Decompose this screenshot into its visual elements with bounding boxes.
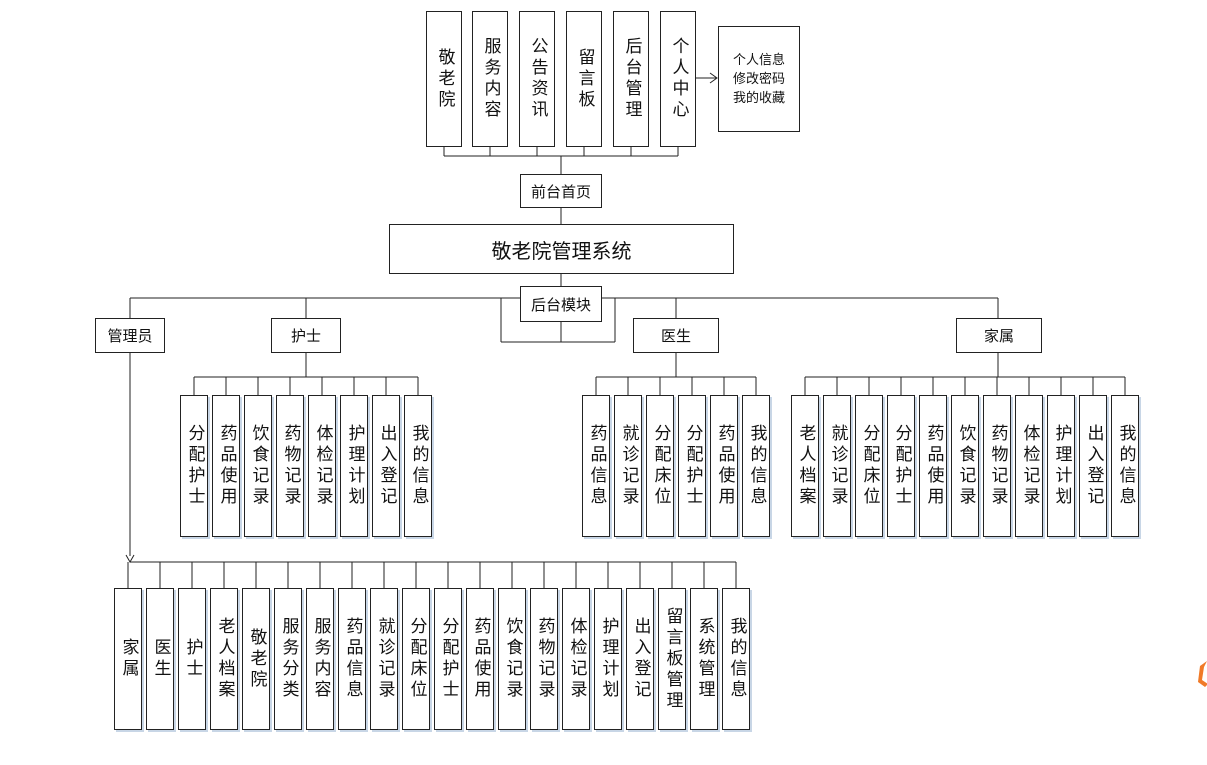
doctor-module-3: 分配床位 — [646, 395, 674, 537]
system-title-box: 敬老院管理系统 — [389, 224, 734, 274]
admin-module-14: 药物记录 — [530, 588, 558, 730]
family-module-11: 我的信息 — [1111, 395, 1139, 537]
admin-module-13: 饮食记录 — [498, 588, 526, 730]
family-module-5: 药品使用 — [919, 395, 947, 537]
admin-module-18: 留言板管理 — [658, 588, 686, 730]
nurse-module-7: 出入登记 — [372, 395, 400, 537]
admin-module-5: 敬老院 — [242, 588, 270, 730]
front-item-personal-center: 个人中心 — [660, 11, 696, 147]
family-module-4: 分配护士 — [887, 395, 915, 537]
orange-accent-icon — [1198, 661, 1207, 687]
front-item-message-board: 留言板 — [566, 11, 602, 147]
nurse-module-2: 药品使用 — [212, 395, 240, 537]
arrow-head-10 — [709, 72, 718, 84]
front-item-service-content: 服务内容 — [472, 11, 508, 147]
admin-module-4: 老人档案 — [210, 588, 238, 730]
nurse-module-5: 体检记录 — [308, 395, 336, 537]
nurse-module-1: 分配护士 — [180, 395, 208, 537]
family-module-3: 分配床位 — [855, 395, 883, 537]
personal-center-menu: 个人信息 修改密码 我的收藏 — [718, 26, 800, 132]
admin-module-19: 系统管理 — [690, 588, 718, 730]
nurse-module-3: 饮食记录 — [244, 395, 272, 537]
admin-module-12: 药品使用 — [466, 588, 494, 730]
family-module-2: 就诊记录 — [823, 395, 851, 537]
front-item-nursing-home: 敬老院 — [426, 11, 462, 147]
menu-change-password: 修改密码 — [732, 71, 785, 87]
admin-module-10: 分配床位 — [402, 588, 430, 730]
admin-module-9: 就诊记录 — [370, 588, 398, 730]
role-doctor: 医生 — [633, 318, 719, 353]
arrow-head-58 — [125, 554, 135, 564]
family-module-8: 体检记录 — [1015, 395, 1043, 537]
admin-module-8: 药品信息 — [338, 588, 366, 730]
nurse-module-6: 护理计划 — [340, 395, 368, 537]
admin-module-11: 分配护士 — [434, 588, 462, 730]
doctor-module-1: 药品信息 — [582, 395, 610, 537]
family-module-7: 药物记录 — [983, 395, 1011, 537]
admin-module-7: 服务内容 — [306, 588, 334, 730]
admin-module-1: 家属 — [114, 588, 142, 730]
admin-module-3: 护士 — [178, 588, 206, 730]
role-family: 家属 — [956, 318, 1042, 353]
admin-module-20: 我的信息 — [722, 588, 750, 730]
doctor-module-4: 分配护士 — [678, 395, 706, 537]
admin-module-16: 护理计划 — [594, 588, 622, 730]
front-home-box: 前台首页 — [520, 174, 602, 208]
admin-module-2: 医生 — [146, 588, 174, 730]
front-item-backend-management: 后台管理 — [613, 11, 649, 147]
admin-module-6: 服务分类 — [274, 588, 302, 730]
nurse-module-8: 我的信息 — [404, 395, 432, 537]
backend-module-box: 后台模块 — [520, 286, 602, 322]
menu-my-favorites: 我的收藏 — [732, 90, 785, 106]
admin-module-15: 体检记录 — [562, 588, 590, 730]
doctor-module-5: 药品使用 — [710, 395, 738, 537]
doctor-module-2: 就诊记录 — [614, 395, 642, 537]
family-module-9: 护理计划 — [1047, 395, 1075, 537]
family-module-1: 老人档案 — [791, 395, 819, 537]
nurse-module-4: 药物记录 — [276, 395, 304, 537]
role-nurse: 护士 — [271, 318, 341, 353]
admin-module-17: 出入登记 — [626, 588, 654, 730]
family-module-6: 饮食记录 — [951, 395, 979, 537]
menu-personal-info: 个人信息 — [732, 52, 785, 68]
family-module-10: 出入登记 — [1079, 395, 1107, 537]
front-item-announcements: 公告资讯 — [519, 11, 555, 147]
doctor-module-6: 我的信息 — [742, 395, 770, 537]
role-admin: 管理员 — [95, 318, 165, 353]
